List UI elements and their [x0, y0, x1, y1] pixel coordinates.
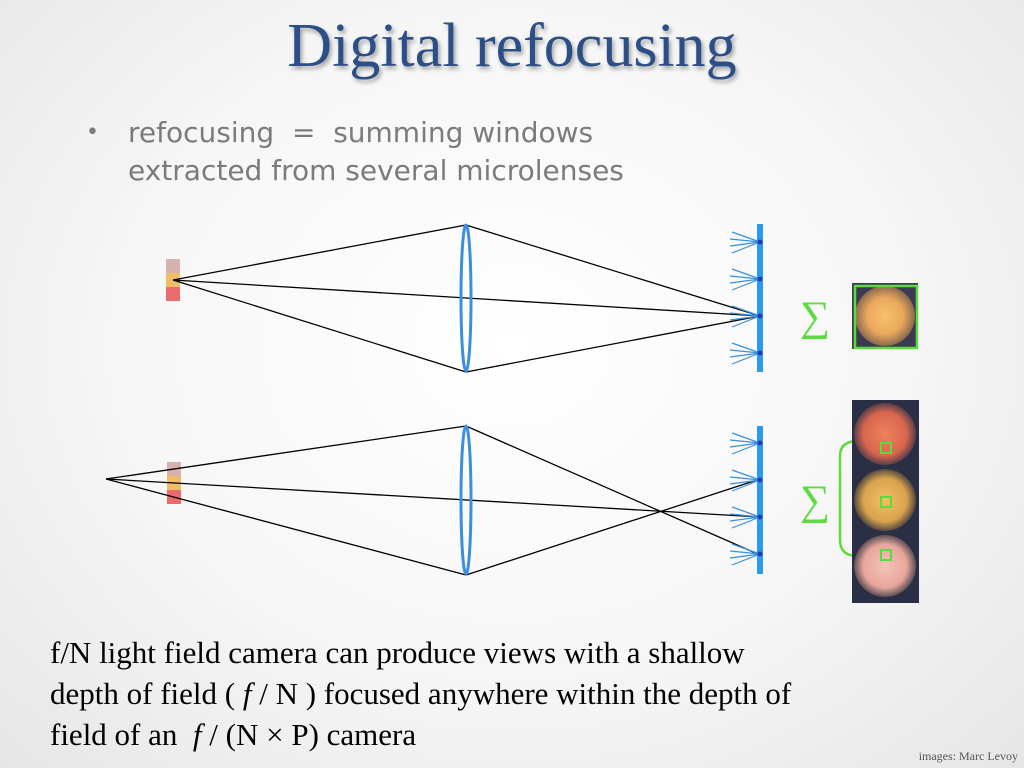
f-symbol: f: [192, 717, 202, 752]
bullet-dot: •: [86, 120, 99, 145]
bullet-point: • refocusing = summing windows extracted…: [86, 114, 792, 190]
top-sensor: [757, 224, 763, 372]
top-setup: ∑: [166, 223, 919, 373]
bottom-microlens-fans: [729, 432, 761, 566]
bullet-line-1: refocusing = summing windows: [128, 116, 594, 149]
top-rays: [172, 224, 761, 373]
window-box-3: [880, 549, 892, 561]
top-microlens-dots: [757, 239, 763, 356]
top-result-image: [852, 283, 919, 350]
image-credit: images: Marc Levoy: [918, 749, 1018, 763]
top-patch-lower: [166, 287, 180, 301]
top-sum-symbol: ∑: [800, 294, 830, 340]
top-microlens-fans: [729, 231, 761, 365]
microlens-image-yellow: [854, 469, 916, 531]
f-symbol: f: [242, 676, 252, 711]
bottom-rays: [105, 425, 761, 576]
top-patch-upper: [166, 259, 180, 273]
bottom-main-lens: [459, 424, 473, 576]
bottom-sensor: [757, 426, 763, 574]
top-main-lens: [459, 223, 473, 373]
bullet-line-2: extracted from several microlenses: [128, 154, 624, 187]
microlens-image-red: [854, 403, 916, 465]
bottom-sum-symbol: ∑: [800, 478, 830, 524]
bottom-brace: [838, 439, 859, 558]
caption-line-2: depth of field ( f / N ) focused anywher…: [50, 676, 792, 711]
caption-line-3: field of an f / (N × P) camera: [50, 717, 417, 752]
window-box-1: [880, 442, 892, 454]
window-box-2: [880, 496, 892, 508]
bottom-microlens-images: [852, 400, 919, 603]
caption: f/N light field camera can produce views…: [50, 632, 980, 755]
caption-line-1: f/N light field camera can produce views…: [50, 635, 745, 670]
bottom-setup: ∑: [105, 400, 919, 603]
microlens-image-pink: [854, 535, 916, 597]
slide-title: Digital refocusing: [287, 12, 737, 80]
bottom-microlens-dots: [757, 440, 763, 557]
